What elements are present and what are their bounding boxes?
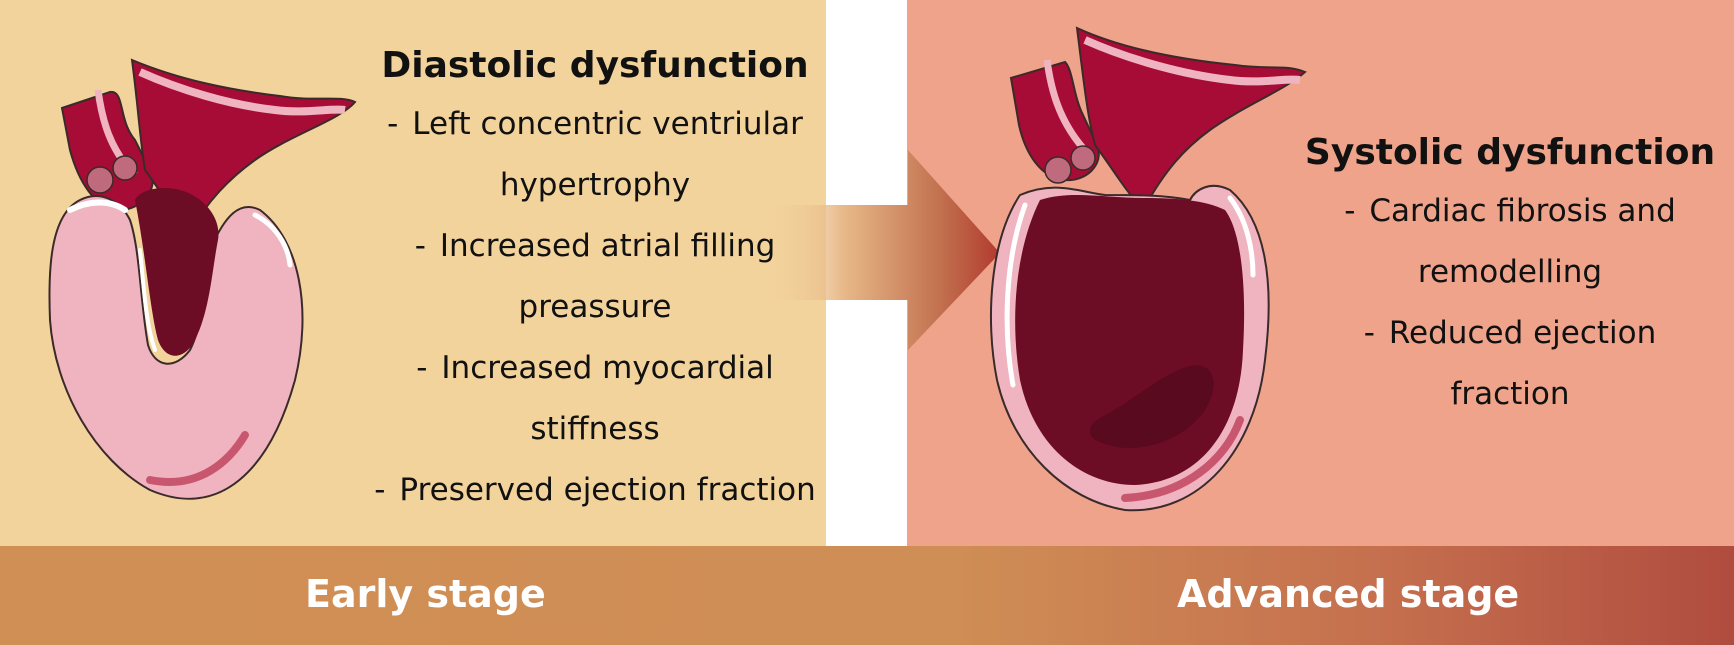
list-item-text: Increased atrial filling preassure <box>439 228 776 325</box>
diastolic-features-list: -Left concentric ventriular hypertrophy … <box>360 94 830 521</box>
systolic-dysfunction-title: Systolic dysfunction <box>1304 132 1716 173</box>
stage-bar <box>0 546 1734 645</box>
list-item: -Preserved ejection fraction <box>360 460 830 521</box>
diastolic-dysfunction-title: Diastolic dysfunction <box>381 45 809 86</box>
hypertrophied-heart-icon <box>48 58 357 500</box>
diastolic-dysfunction-block: Diastolic dysfunction -Left concentric v… <box>360 38 830 521</box>
list-item-text: Increased myocardial stiffness <box>441 350 774 447</box>
early-stage-label: Early stage <box>305 572 546 616</box>
bullet-dash: - <box>387 106 399 142</box>
systolic-features-list: -Cardiac fibrosis and remodelling -Reduc… <box>1300 181 1720 425</box>
bullet-dash: - <box>416 350 428 386</box>
bullet-dash: - <box>1363 315 1375 351</box>
list-item: -Increased myocardial stiffness <box>360 338 830 460</box>
list-item-text: Preserved ejection fraction <box>399 472 816 508</box>
list-item-text: Left concentric ventriular hypertrophy <box>412 106 803 203</box>
list-item-text: Reduced ejection fraction <box>1388 315 1657 412</box>
systolic-dysfunction-block: Systolic dysfunction -Cardiac fibrosis a… <box>1300 125 1720 425</box>
dilated-heart-icon <box>990 26 1307 512</box>
progression-arrow-icon <box>760 150 1000 350</box>
list-item: -Reduced ejection fraction <box>1300 303 1720 425</box>
list-item: -Cardiac fibrosis and remodelling <box>1300 181 1720 303</box>
advanced-stage-label: Advanced stage <box>1177 572 1520 616</box>
list-item: -Increased atrial filling preassure <box>360 216 830 338</box>
bullet-dash: - <box>1344 193 1356 229</box>
bullet-dash: - <box>414 228 426 264</box>
list-item-text: Cardiac fibrosis and remodelling <box>1369 193 1676 290</box>
list-item: -Left concentric ventriular hypertrophy <box>360 94 830 216</box>
bullet-dash: - <box>374 472 386 508</box>
